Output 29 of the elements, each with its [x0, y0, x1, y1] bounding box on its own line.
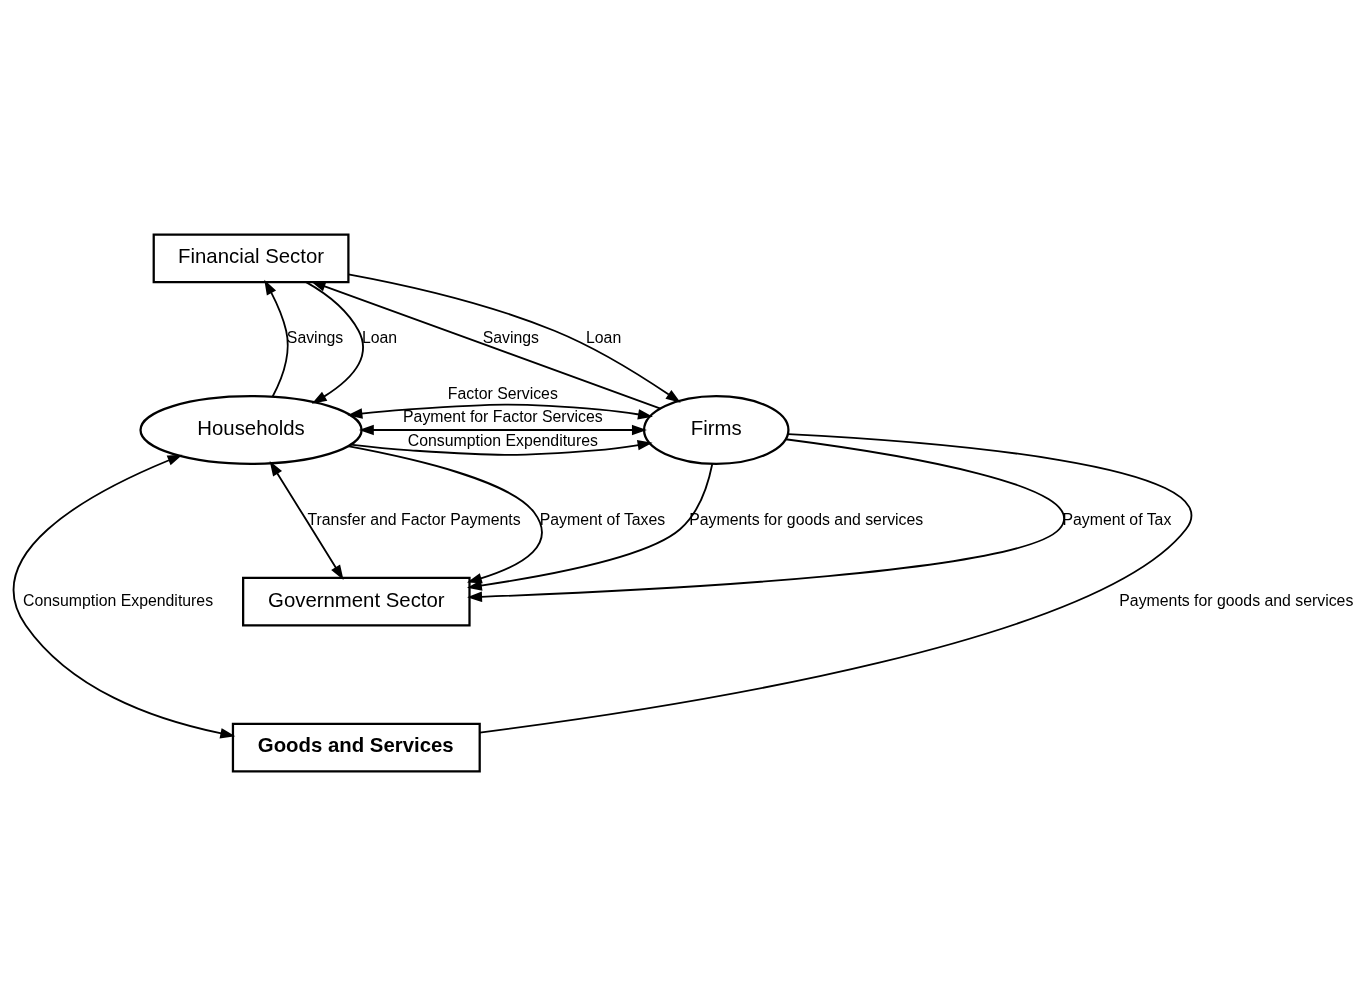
node-box: Financial Sector [152, 233, 350, 284]
edge-label: Transfer and Factor Payments [307, 510, 521, 528]
edge-label: Payment of Taxes [539, 510, 666, 528]
arrow [358, 424, 647, 436]
arrow [466, 463, 714, 591]
arrow [349, 440, 653, 456]
node-ellipse: Firms [642, 395, 790, 465]
edge-label: Savings [482, 329, 539, 347]
arrow [467, 438, 1065, 602]
arrow [264, 279, 289, 398]
edge-label: Payment for Factor Services [403, 408, 603, 426]
arrow [346, 445, 543, 584]
arrow [12, 454, 236, 739]
node-box: Goods and Services [231, 722, 481, 773]
edge-label: Savings [286, 329, 344, 347]
arrow [310, 281, 662, 410]
edge-label: Loan [586, 329, 622, 347]
arrow [269, 461, 344, 580]
edge-label: Payments for goods and services [689, 510, 924, 528]
edge-label: Factor Services [447, 384, 558, 402]
arrow [305, 281, 364, 404]
edge-label: Loan [361, 329, 398, 347]
arrow [347, 403, 653, 420]
arrow [347, 273, 681, 403]
edge-label: Consumption Expenditures [407, 432, 598, 450]
edge-label: Payments for goods and services [1119, 591, 1354, 609]
edge-label: Consumption Expenditures [23, 591, 214, 609]
node-box: Government Sector [242, 576, 471, 627]
connector [478, 433, 1193, 734]
